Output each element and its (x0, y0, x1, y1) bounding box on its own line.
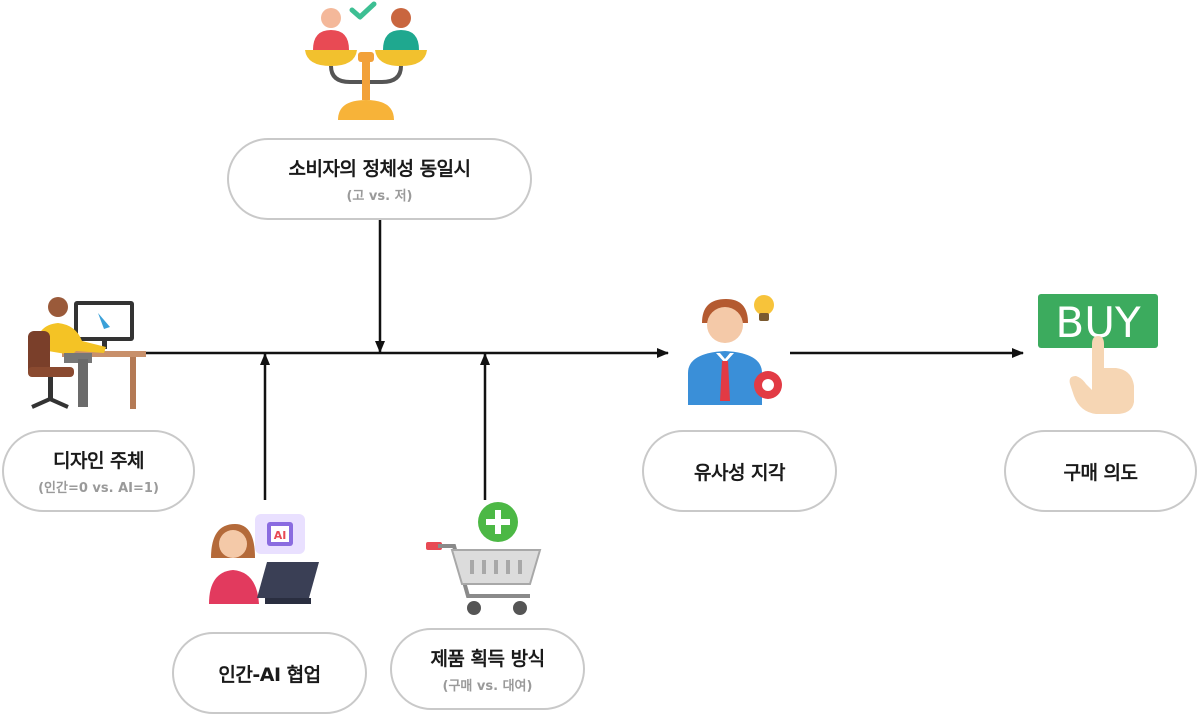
intention-node: 구매 의도 (1004, 430, 1197, 512)
businessman-idea-icon (688, 295, 782, 405)
designer-title: 디자인 주체 (52, 450, 145, 472)
designer-at-desk-icon (28, 297, 146, 409)
identity-sub: (고 vs. 저) (346, 189, 413, 204)
shopping-cart-add-icon (426, 502, 542, 615)
similarity-node: 유사성 지각 (642, 430, 837, 512)
designer-node: 디자인 주체 (인간=0 vs. AI=1) (2, 430, 195, 512)
acquisition-node: 제품 획득 방식 (구매 vs. 대여) (390, 628, 585, 710)
collab-title: 인간-AI 협업 (218, 663, 321, 686)
buy-button-hand-icon: BUY (1038, 294, 1158, 414)
identity-title: 소비자의 정체성 동일시 (288, 158, 471, 180)
intention-title: 구매 의도 (1063, 461, 1138, 484)
ai-chip-label: AI (274, 529, 287, 542)
balance-scale-icon (305, 1, 427, 120)
identity-node: 소비자의 정체성 동일시 (고 vs. 저) (227, 138, 532, 220)
acquisition-sub: (구매 vs. 대여) (442, 679, 533, 694)
designer-sub: (인간=0 vs. AI=1) (38, 481, 159, 496)
similarity-title: 유사성 지각 (693, 461, 786, 484)
acquisition-title: 제품 획득 방식 (430, 648, 545, 670)
woman-ai-collaboration-icon: AI (209, 514, 319, 604)
collab-node: 인간-AI 협업 (172, 632, 367, 714)
